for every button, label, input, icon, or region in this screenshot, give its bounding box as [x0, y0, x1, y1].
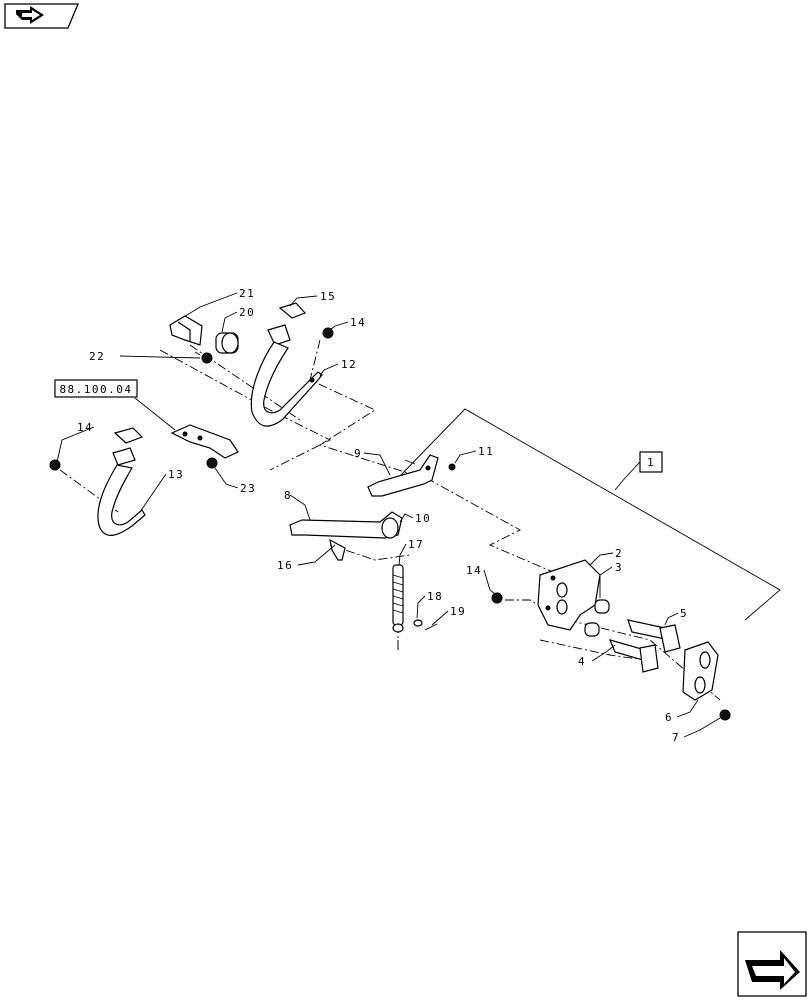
callout-11[interactable]: 11	[478, 445, 494, 458]
part-22-bolt	[194, 351, 213, 364]
reference-bracket	[170, 424, 239, 459]
part-14-bolt-left	[49, 459, 61, 471]
part-11-pin	[448, 463, 456, 471]
part-5-shaft	[627, 619, 681, 653]
leader-lines	[56, 292, 721, 738]
part-21-bracket	[169, 315, 203, 346]
part-14-bolt-right	[491, 592, 503, 604]
part-16-pin	[329, 538, 346, 561]
reference-box[interactable]: 88.100.04	[54, 379, 138, 398]
part-20-bushing	[215, 332, 239, 354]
callout-13[interactable]: 13	[168, 468, 184, 481]
part-12-pedal	[250, 341, 323, 427]
callout-4[interactable]: 4	[578, 655, 586, 668]
part-2-plate	[537, 559, 601, 631]
callout-17[interactable]: 17	[408, 538, 424, 551]
part-13-pedal	[97, 427, 146, 536]
assembly-box-label: 1	[647, 456, 655, 469]
callout-20[interactable]: 20	[239, 306, 255, 319]
assembly-bracket	[397, 408, 781, 621]
part-4-shaft	[608, 639, 659, 673]
part-6-cover	[682, 641, 719, 701]
callout-22[interactable]: 22	[89, 350, 105, 363]
callout-9[interactable]: 9	[354, 447, 362, 460]
callout-numbers: 21 20 22 15 14 12 14 13 23 9 11 8 10 16 …	[77, 287, 688, 744]
part-3-bushings	[584, 599, 610, 637]
callout-16[interactable]: 16	[277, 559, 293, 572]
part-17-spring	[392, 564, 404, 650]
callout-3[interactable]: 3	[615, 561, 623, 574]
callout-7[interactable]: 7	[672, 731, 680, 744]
part-8-arm	[289, 511, 403, 539]
callout-2[interactable]: 2	[615, 547, 623, 560]
callout-14-top[interactable]: 14	[350, 316, 366, 329]
callout-10[interactable]: 10	[415, 512, 431, 525]
callout-14-right[interactable]: 14	[466, 564, 482, 577]
part-9-lever	[367, 454, 439, 497]
callout-8[interactable]: 8	[284, 489, 292, 502]
forward-arrow-icon	[745, 950, 800, 990]
part-23-bolt	[206, 457, 218, 469]
assembly-box[interactable]: 1	[639, 451, 663, 473]
part-7-bolt	[719, 709, 731, 721]
callout-21[interactable]: 21	[239, 287, 255, 300]
back-button[interactable]	[4, 3, 79, 29]
next-button[interactable]	[737, 931, 807, 997]
part-19-pin	[424, 623, 438, 631]
callout-19[interactable]: 19	[450, 605, 466, 618]
back-arrow-icon	[16, 6, 44, 24]
callout-23[interactable]: 23	[240, 482, 256, 495]
callout-6[interactable]: 6	[665, 711, 673, 724]
callout-15[interactable]: 15	[320, 290, 336, 303]
callout-18[interactable]: 18	[427, 590, 443, 603]
callout-5[interactable]: 5	[680, 607, 688, 620]
callout-14-left[interactable]: 14	[77, 421, 93, 434]
part-15-pad	[267, 302, 307, 346]
part-14-bolt-top	[322, 327, 334, 339]
reference-box-label: 88.100.04	[59, 383, 132, 396]
part-18-washer	[413, 619, 423, 627]
callout-12[interactable]: 12	[341, 358, 357, 371]
